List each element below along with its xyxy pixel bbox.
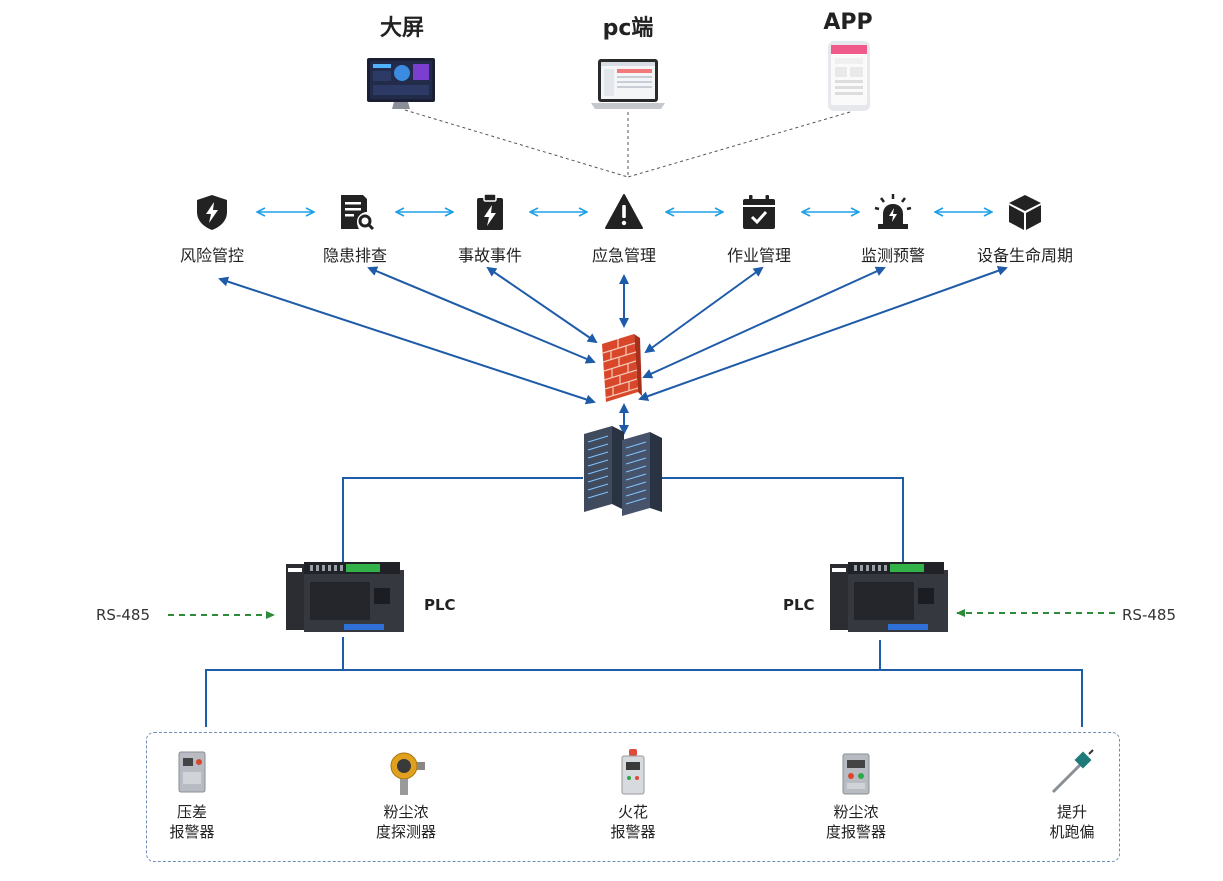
firewall-icon [602,334,642,402]
module-risk-control[interactable]: 风险管控 [147,192,277,266]
module-equipment-lifecycle[interactable]: 设备生命周期 [960,192,1090,266]
phone-icon [828,41,870,111]
elevator-deviation-sensor-icon [1051,749,1094,794]
alarm-light-icon [874,194,912,229]
client-label-app: APP [823,10,873,35]
module-monitoring-warning[interactable]: 监测预警 [828,192,958,266]
device-elevator-deviation[interactable]: 提升 机跑偏 [1002,748,1142,842]
field-bus-lines [205,637,1083,727]
device-pressure-alarm[interactable]: 压差 报警器 [122,748,262,842]
device-label-line2: 度报警器 [825,823,886,841]
shield-bolt-icon [197,195,227,230]
module-firewall-arrows [218,265,1008,435]
rs485-label-left: RS-485 [96,606,150,624]
client-label-screen: 大屏 [379,16,425,41]
pressure-alarm-icon [178,751,206,793]
server-rack-icon [584,426,662,516]
laptop-icon [591,59,665,109]
module-label: 作业管理 [726,246,791,265]
rs485-label-right: RS-485 [1122,606,1176,624]
device-label-line1: 粉尘浓 [383,803,429,821]
module-label: 应急管理 [591,246,656,265]
module-label: 风险管控 [179,246,244,265]
rs485-arrows [168,609,1115,619]
device-spark-alarm[interactable]: 火花 报警器 [563,748,703,842]
module-accident-events[interactable]: 事故事件 [425,192,555,266]
plc-device-icon [286,562,404,632]
device-label-line1: 火花 [617,803,648,821]
calendar-check-icon [743,195,775,229]
spark-alarm-icon [621,749,645,795]
clipboard-bolt-icon [477,193,503,230]
device-label-line2: 报警器 [169,823,215,841]
server-plc-lines [342,477,904,562]
client-links [404,109,851,178]
module-label: 隐患排查 [322,246,387,265]
module-emergency-management[interactable]: 应急管理 [559,192,689,266]
device-dust-detector[interactable]: 粉尘浓 度探测器 [336,748,476,842]
cube-icon [1009,195,1041,230]
module-label: 设备生命周期 [976,246,1073,265]
document-search-icon [341,195,375,231]
warning-triangle-icon [605,194,643,229]
device-label-line1: 提升 [1056,803,1087,821]
device-label-line2: 机跑偏 [1049,823,1095,841]
device-label-line1: 粉尘浓 [833,803,879,821]
module-label: 事故事件 [457,246,522,265]
dust-detector-icon [390,752,425,795]
plc-device-icon [830,562,948,632]
device-label-line2: 度探测器 [375,823,436,841]
monitor-icon [367,58,435,109]
device-dust-alarm[interactable]: 粉尘浓 度报警器 [786,748,926,842]
module-label: 监测预警 [860,246,925,265]
client-label-pc: pc端 [602,16,654,41]
module-work-management[interactable]: 作业管理 [694,192,824,266]
plc-label-right: PLC [783,596,815,614]
field-devices-box [146,732,1120,862]
device-label-line2: 报警器 [610,823,656,841]
dust-alarm-icon [842,753,870,795]
plc-label-left: PLC [424,596,456,614]
device-label-line1: 压差 [176,803,207,821]
module-hazard-inspection[interactable]: 隐患排查 [290,192,420,266]
